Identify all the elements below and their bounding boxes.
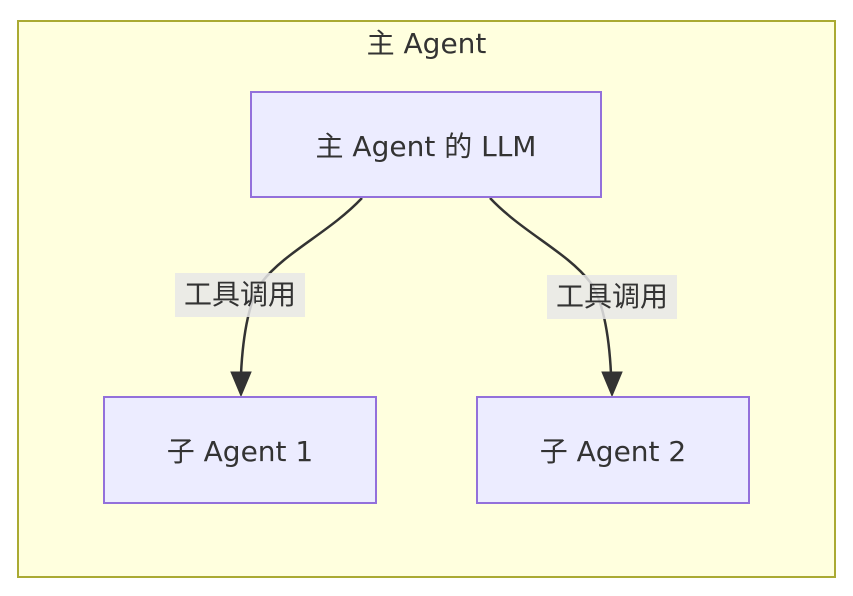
node-sub-agent-1: 子 Agent 1 [103, 396, 377, 504]
node-main-agent-llm: 主 Agent 的 LLM [250, 91, 602, 198]
node-sub-agent-2: 子 Agent 2 [476, 396, 750, 504]
edge-label-tool-call-right: 工具调用 [547, 275, 677, 319]
subgraph-title: 主 Agent [366, 27, 487, 60]
edge-label-tool-call-left: 工具调用 [175, 273, 305, 317]
